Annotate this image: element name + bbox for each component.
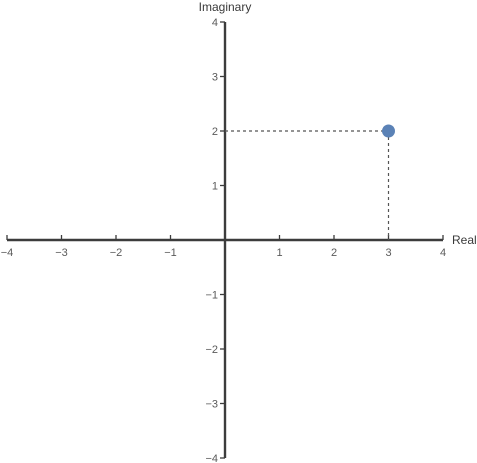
x-tick-label-3: −1 [164, 247, 177, 259]
y-tick-label-2: −2 [205, 344, 218, 356]
y-tick-label-7: 4 [212, 17, 218, 29]
x-tick-label-2: −2 [110, 247, 123, 259]
ticks: −4 −3 −2 −1 1 2 3 4 −4 −3 −2 −1 1 2 3 4 [1, 17, 446, 463]
x-tick-label-0: −4 [1, 247, 14, 259]
guide-lines [225, 130, 390, 240]
x-tick-label-7: 4 [440, 247, 446, 259]
x-axis-label: Real [452, 233, 477, 247]
x-tick-label-4: 1 [276, 247, 282, 259]
axes [7, 22, 443, 458]
x-tick-label-1: −3 [55, 247, 68, 259]
x-tick-label-6: 3 [385, 247, 391, 259]
y-tick-label-5: 2 [212, 126, 218, 138]
x-tick-label-5: 2 [331, 247, 337, 259]
y-tick-label-3: −1 [205, 290, 218, 302]
y-tick-label-6: 3 [212, 72, 218, 84]
y-tick-label-0: −4 [205, 453, 218, 463]
y-tick-label-1: −3 [205, 399, 218, 411]
y-axis-label: Imaginary [199, 0, 252, 14]
y-tick-label-4: 1 [212, 181, 218, 193]
data-point-0 [382, 124, 395, 138]
data-points [382, 124, 395, 138]
